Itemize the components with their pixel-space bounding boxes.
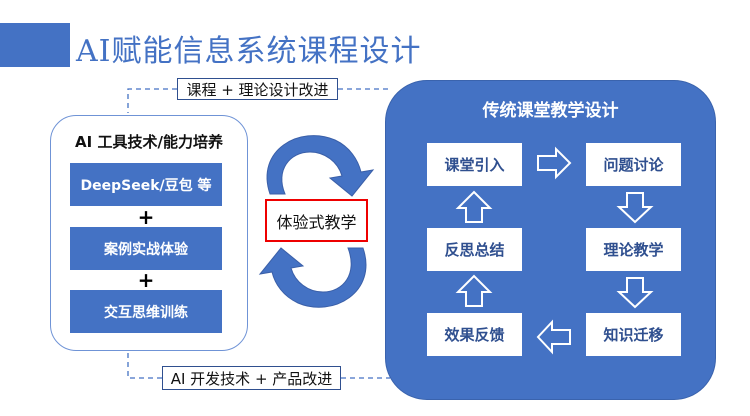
- arrow-down-icon: [616, 277, 654, 309]
- arrow-down-icon: [616, 192, 654, 224]
- experiential-teaching-label: 体验式教学: [265, 199, 368, 242]
- step-box: 问题讨论: [586, 143, 681, 186]
- bottom-feedback-label: AI 开发技术 + 产品改进: [162, 366, 341, 390]
- top-feedback-label: 课程 + 理论设计改进: [177, 78, 338, 100]
- plus-sign: +: [137, 268, 155, 292]
- dashed-connector-bottom-left: [127, 353, 162, 379]
- step-box: 课堂引入: [427, 143, 522, 186]
- step-box: 知识迁移: [586, 313, 681, 356]
- page-title: AI赋能信息系统课程设计: [76, 34, 422, 69]
- cycle-arrows-icon: [258, 135, 375, 308]
- traditional-teaching-title: 传统课堂教学设计: [482, 101, 619, 121]
- tool-item: 交互思维训练: [70, 290, 222, 333]
- dashed-connector-top-left: [127, 88, 177, 113]
- arrow-up-icon: [455, 274, 493, 307]
- step-box: 效果反馈: [427, 313, 522, 356]
- arrow-left-icon: [536, 319, 571, 355]
- arrow-up-icon: [455, 190, 493, 223]
- tool-item: 案例实战体验: [70, 227, 222, 270]
- step-box: 理论教学: [586, 228, 681, 271]
- ai-tools-panel-title: AI 工具技术/能力培养: [75, 133, 223, 151]
- step-box: 反思总结: [427, 228, 522, 271]
- arrow-right-icon: [537, 146, 572, 180]
- tool-item: DeepSeek/豆包 等: [70, 163, 222, 206]
- plus-sign: +: [137, 205, 155, 229]
- title-accent-bar: [0, 23, 70, 67]
